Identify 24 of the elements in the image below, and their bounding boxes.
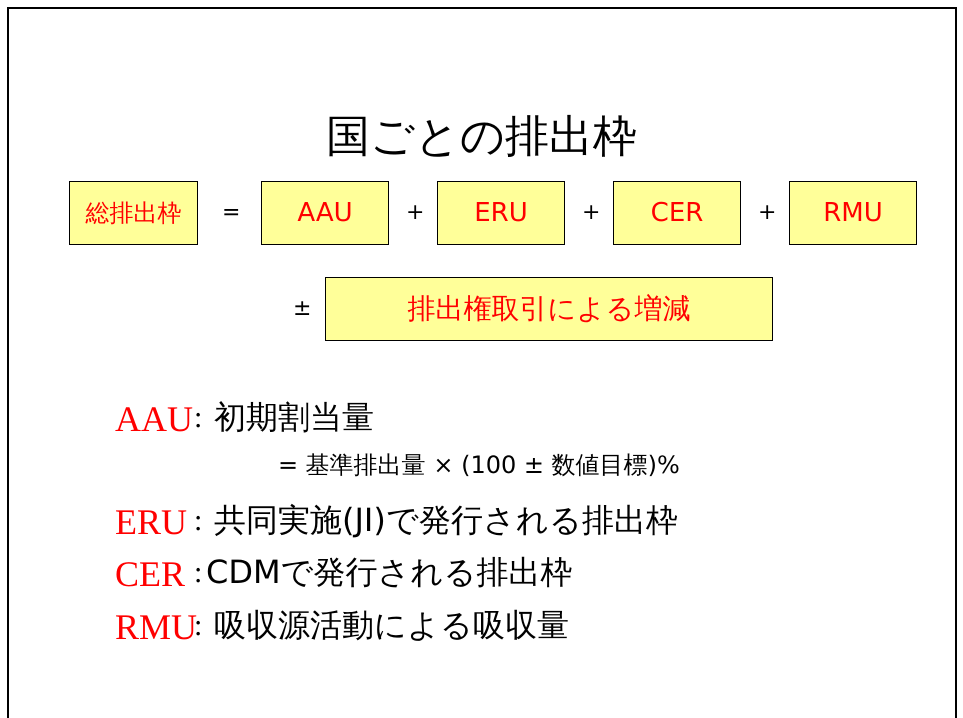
operator: ± [293,298,312,320]
title: 国ごとの排出枠 [325,113,638,162]
term-abbreviation: RMU [115,609,198,645]
term-box: ERU [437,181,565,245]
formula: = 基準排出量 × (100 ± 数値目標)% [278,453,680,477]
operator: + [406,202,424,224]
term-abbreviation: CER [115,556,186,592]
separator-colon: : [194,558,202,588]
operator: + [758,202,776,224]
term-abbreviation: AAU [115,401,193,437]
term-definition: 吸収源活動による吸収量 [214,609,569,641]
separator-colon: : [194,506,202,536]
term-abbreviation: ERU [115,504,187,540]
operator: + [582,202,600,224]
operator: = [222,202,240,224]
term-box: 排出権取引による増減 [325,277,773,341]
term-box: 総排出枠 [69,181,198,245]
term-box: RMU [789,181,917,245]
separator-colon: : [194,403,202,433]
term-box: AAU [261,181,389,245]
term-definition: CDMで発行される排出枠 [206,556,573,588]
term-definition: 初期割当量 [214,401,374,433]
term-definition: 共同実施(JI)で発行される排出枠 [214,504,678,536]
term-box: CER [613,181,741,245]
